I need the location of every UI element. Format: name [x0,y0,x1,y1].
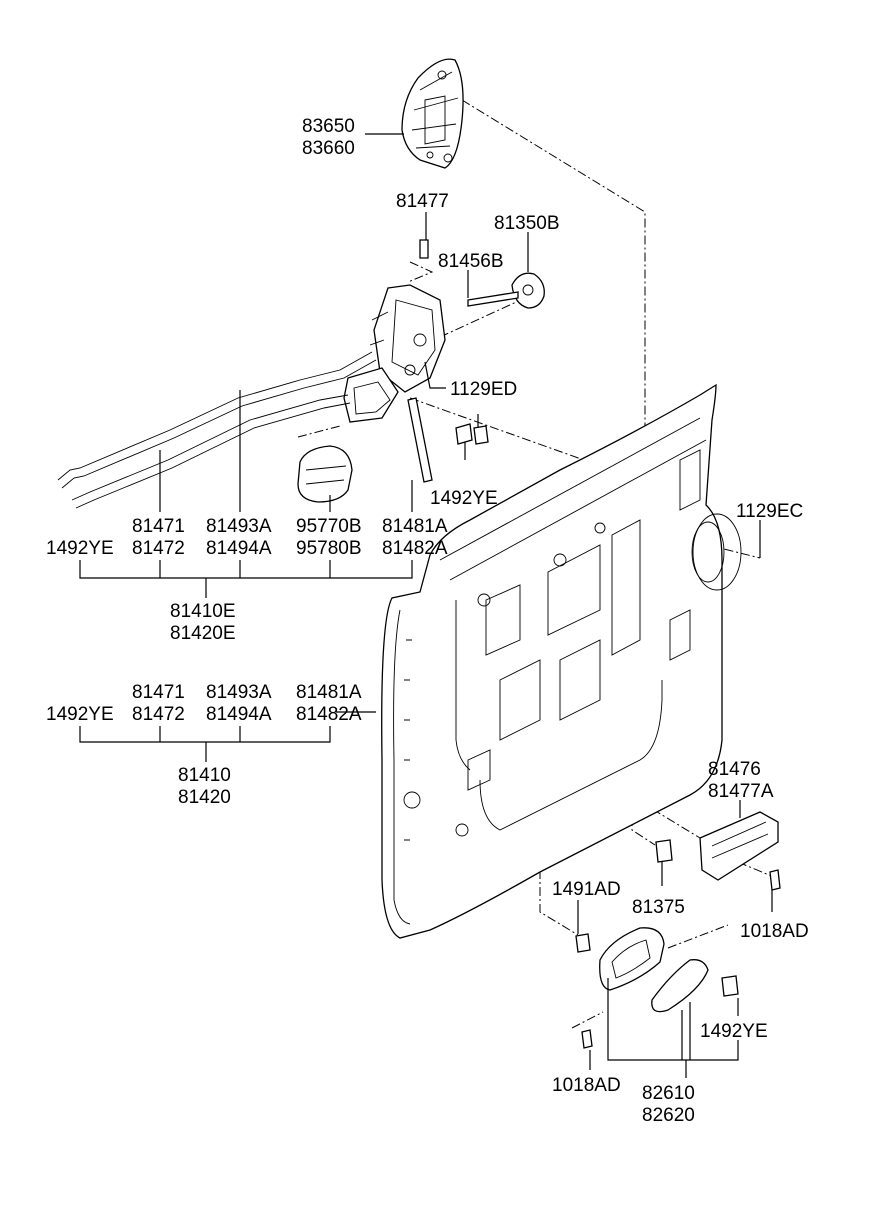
label-group2-81471: 81471 [132,682,185,703]
label-81477: 81477 [396,191,449,212]
label-group2-81482A: 81482A [296,704,362,725]
label-group1-81471: 81471 [132,516,185,537]
label-group1-81472: 81472 [132,538,185,559]
label-group1-81493A: 81493A [206,516,272,537]
door-lock-assembly [297,239,545,503]
label-group1-1492YE: 1492YE [46,538,114,559]
label-1018AD-handle: 1018AD [552,1075,621,1096]
label-1492YE-lock: 1492YE [430,488,498,509]
label-group2-81481A: 81481A [296,682,362,703]
label-81410: 81410 [178,765,231,786]
label-group1-95780B: 95780B [296,538,362,559]
label-1491AD: 1491AD [552,879,621,900]
label-1018AD-bracket: 1018AD [740,921,809,942]
label-82620: 82620 [642,1105,695,1126]
door-inner-panel [381,383,742,939]
label-83660: 83660 [302,138,355,159]
label-81420E: 81420E [170,623,236,644]
label-81410E: 81410E [170,601,236,622]
label-group1-95770B: 95770B [296,516,362,537]
lock-rods [57,351,377,509]
label-82610: 82610 [642,1083,695,1104]
inside-handle [575,927,739,1049]
lock-cover-part [401,58,464,169]
label-group2-81494A: 81494A [206,704,272,725]
label-group2-1492YE: 1492YE [46,704,114,725]
label-81456B: 81456B [438,251,504,272]
label-81420: 81420 [178,787,231,808]
label-83650: 83650 [302,116,355,137]
label-group2-81493A: 81493A [206,682,272,703]
label-group2-81472: 81472 [132,704,185,725]
label-81350B: 81350B [494,213,560,234]
outer-handle-bracket [655,811,781,891]
label-1129EC: 1129EC [736,501,803,522]
label-81476: 81476 [708,759,761,780]
label-81375: 81375 [632,897,685,918]
label-1492YE-handle: 1492YE [700,1021,768,1042]
label-group1-81481A: 81481A [382,516,448,537]
label-81477A: 81477A [708,781,774,802]
leader-lines [79,133,773,1078]
label-group1-81482A: 81482A [382,538,448,559]
label-group1-81494A: 81494A [206,538,272,559]
label-1129ED: 1129ED [450,379,517,400]
part-number-labels: 83650 83660 81477 81350B 81456B 1129ED 1… [46,116,809,1126]
